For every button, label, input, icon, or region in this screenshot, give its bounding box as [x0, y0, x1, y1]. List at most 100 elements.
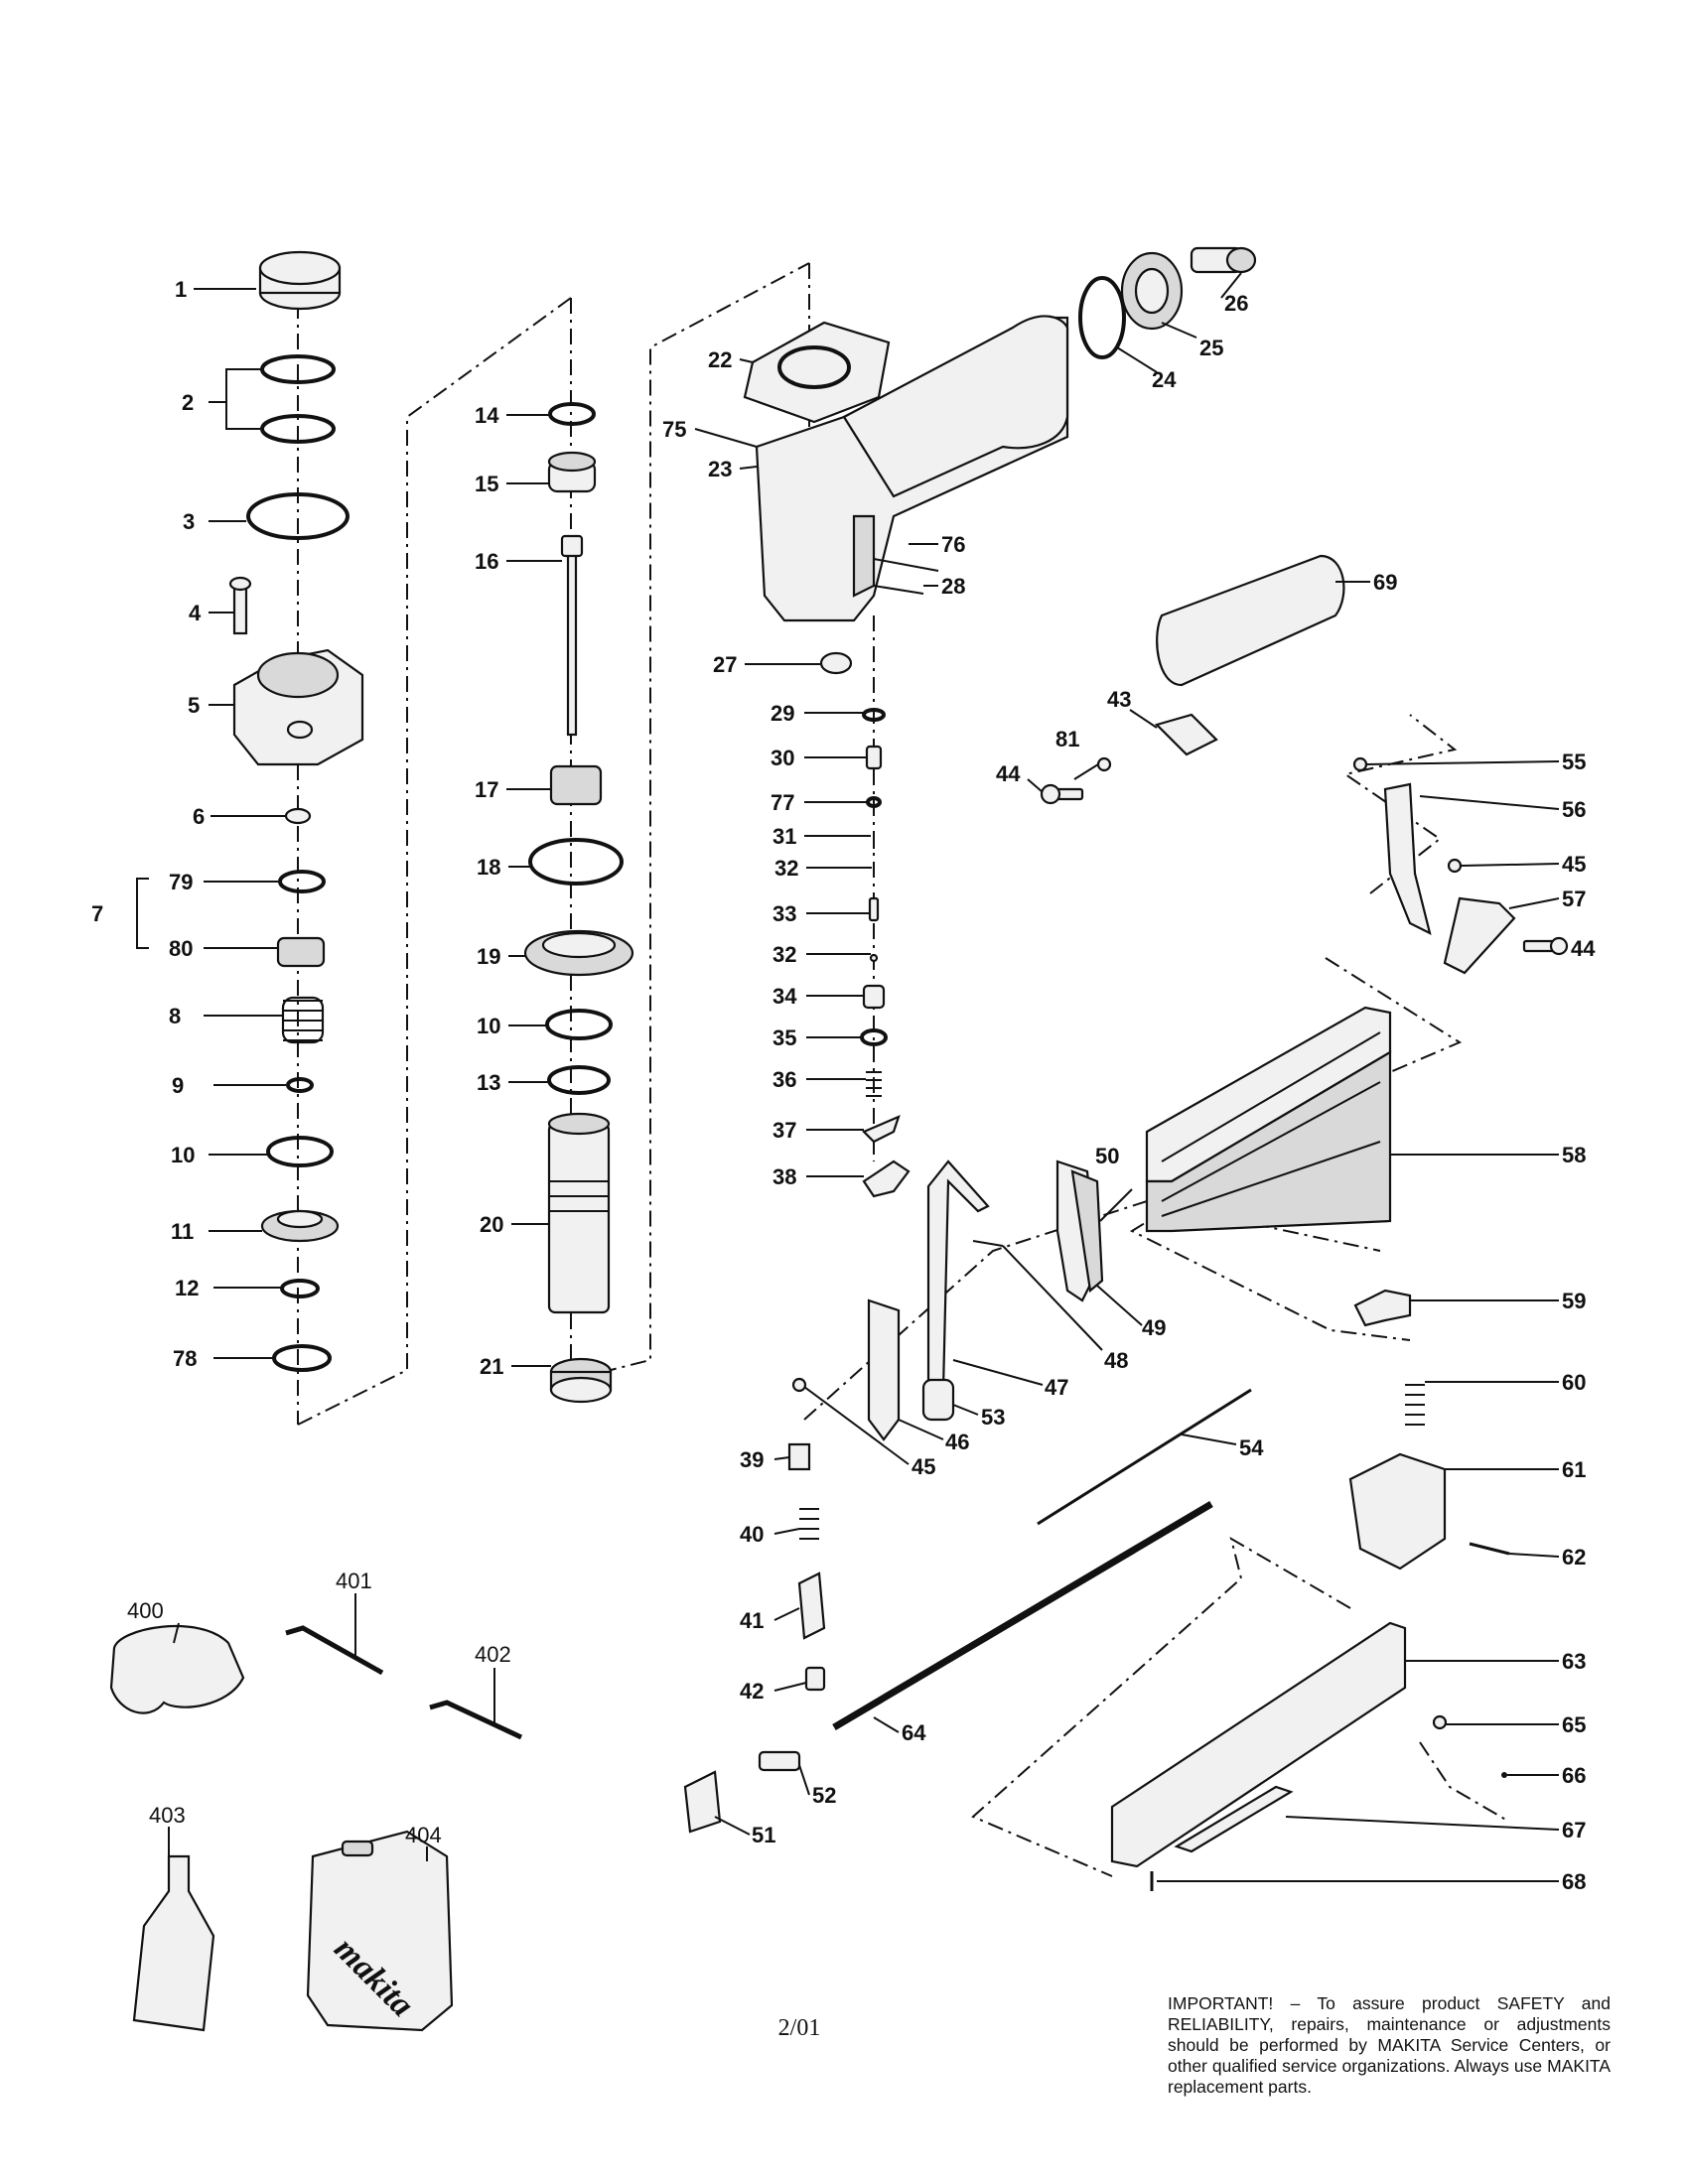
left-column-parts	[228, 250, 364, 1372]
part-label: 64	[902, 1720, 926, 1745]
middle-column-parts	[523, 402, 634, 1404]
part-label: 52	[812, 1783, 836, 1808]
part-label: 54	[1239, 1435, 1264, 1460]
part-labels: 1 2 3 4 5 6 7 79 80 8 9 10 11 12 78 14 1…	[91, 277, 1596, 1894]
right-upper-parts	[1040, 554, 1569, 1233]
part-label: 31	[772, 824, 796, 849]
part-label: 2	[182, 390, 194, 415]
part-label: 45	[912, 1454, 935, 1479]
part-label: 401	[336, 1569, 372, 1593]
part-label: 13	[477, 1070, 500, 1095]
part-label: 402	[475, 1642, 511, 1667]
part-label: 25	[1199, 336, 1223, 360]
part-label: 34	[772, 984, 797, 1009]
part-label: 16	[475, 549, 498, 574]
part-label: 20	[480, 1212, 503, 1237]
part-label: 41	[740, 1608, 764, 1633]
part-label: 63	[1562, 1649, 1586, 1674]
part-label: 56	[1562, 797, 1586, 822]
part-label: 80	[169, 936, 193, 961]
part-label: 24	[1152, 367, 1177, 392]
part-label: 59	[1562, 1289, 1586, 1313]
part-label: 32	[774, 856, 798, 881]
tool-case-icon	[306, 1830, 454, 2032]
part-label: 15	[475, 472, 498, 496]
hex-key-icon	[429, 1700, 523, 1740]
part-label: 17	[475, 777, 498, 802]
part-label: 18	[477, 855, 500, 880]
part-label: 50	[1095, 1144, 1119, 1168]
part-label: 58	[1562, 1143, 1586, 1167]
part-label: 22	[708, 347, 732, 372]
part-label: 79	[169, 870, 193, 894]
part-label: 69	[1373, 570, 1397, 595]
part-label: 49	[1142, 1315, 1166, 1340]
accessories: makita	[109, 1624, 523, 2032]
part-label: 33	[772, 901, 796, 926]
part-label: 12	[175, 1276, 199, 1300]
part-label: 6	[193, 804, 205, 829]
part-label: 400	[127, 1598, 164, 1623]
part-label: 46	[945, 1430, 969, 1454]
part-label: 37	[772, 1118, 796, 1143]
part-label: 11	[171, 1219, 194, 1244]
part-label: 32	[772, 942, 796, 967]
part-label: 57	[1562, 887, 1586, 911]
nose-assembly	[683, 1160, 1252, 1834]
part-label: 42	[740, 1679, 764, 1704]
part-label: 35	[772, 1025, 796, 1050]
part-label: 10	[171, 1143, 195, 1167]
part-label: 67	[1562, 1818, 1586, 1843]
part-label: 8	[169, 1004, 181, 1028]
part-label: 66	[1562, 1763, 1586, 1788]
part-label: 48	[1104, 1348, 1128, 1373]
safety-notice: IMPORTANT! – To assure product SAFETY an…	[1168, 1993, 1611, 2097]
part-label: 60	[1562, 1370, 1586, 1395]
tool-housing	[743, 246, 1257, 675]
part-label: 43	[1107, 687, 1131, 712]
part-label: 61	[1562, 1457, 1586, 1482]
part-label: 78	[173, 1346, 197, 1371]
trigger-valve-stack	[860, 708, 911, 1198]
part-label: 1	[175, 277, 187, 302]
part-label: 68	[1562, 1869, 1586, 1894]
part-label: 65	[1562, 1712, 1586, 1737]
part-label: 77	[771, 790, 794, 815]
part-label: 9	[172, 1073, 184, 1098]
part-label: 47	[1045, 1375, 1068, 1400]
revision-date: 2/01	[777, 2015, 821, 2041]
part-label: 10	[477, 1014, 500, 1038]
part-label: 23	[708, 457, 732, 481]
part-label: 27	[713, 652, 737, 677]
part-label: 45	[1562, 852, 1586, 877]
part-label: 38	[772, 1164, 796, 1189]
part-label: 55	[1562, 750, 1586, 774]
part-label: 76	[941, 532, 965, 557]
part-label: 62	[1562, 1545, 1586, 1570]
part-label: 26	[1224, 291, 1248, 316]
safety-goggles-icon	[109, 1624, 245, 1714]
part-label: 39	[740, 1447, 764, 1472]
hex-key-icon	[285, 1625, 384, 1676]
part-label: 75	[662, 417, 686, 442]
oil-bottle-icon	[132, 1854, 215, 2032]
part-label: 30	[771, 746, 794, 770]
part-label: 5	[188, 693, 200, 718]
part-label: 21	[480, 1354, 503, 1379]
right-lower-parts	[1110, 1289, 1510, 1891]
part-label: 14	[475, 403, 499, 428]
part-label: 44	[1571, 936, 1596, 961]
part-label: 40	[740, 1522, 764, 1547]
part-label: 44	[996, 761, 1021, 786]
part-label: 7	[91, 901, 103, 926]
part-label: 29	[771, 701, 794, 726]
part-label: 28	[941, 574, 965, 599]
part-label: 81	[1055, 727, 1079, 751]
part-label: 53	[981, 1405, 1005, 1430]
part-label: 36	[772, 1067, 796, 1092]
part-label: 4	[189, 601, 202, 625]
leader-lines	[136, 272, 1560, 1882]
part-label: 403	[149, 1803, 186, 1828]
part-label: 19	[477, 944, 500, 969]
